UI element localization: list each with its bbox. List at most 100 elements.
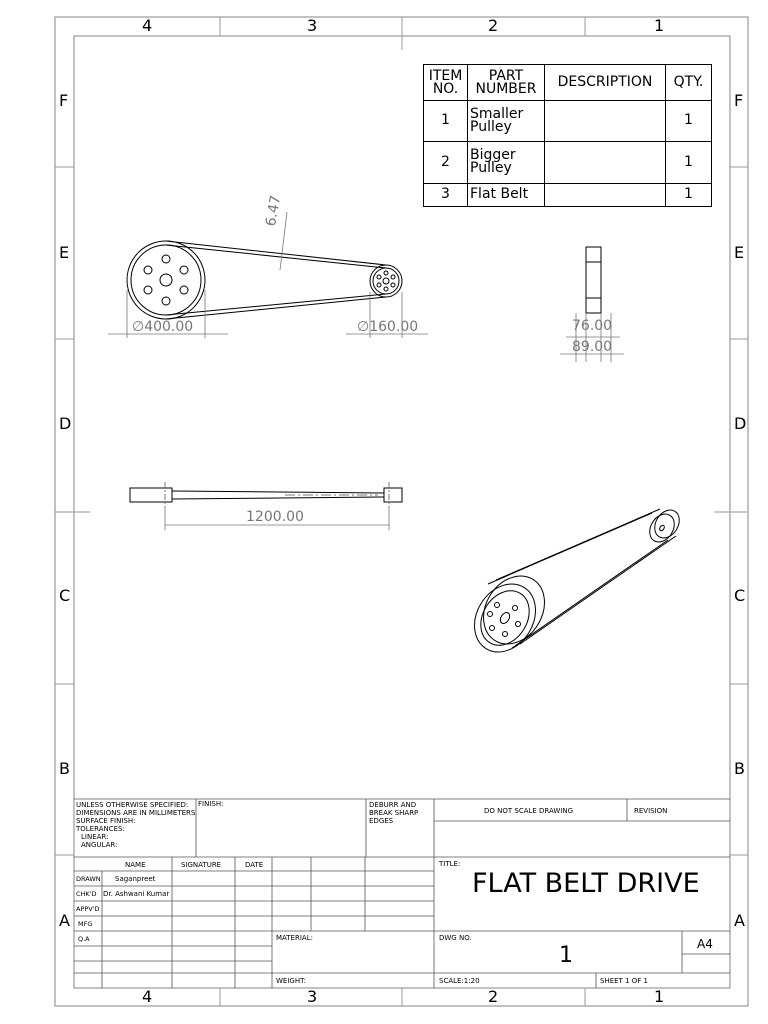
drawn-label: DRAWN xyxy=(76,875,101,883)
small-pulley-bore xyxy=(382,277,390,285)
bill-of-materials: ITEM NO. PART NUMBER DESCRIPTION QTY. 1 … xyxy=(423,63,712,208)
bom-description xyxy=(544,182,666,208)
name-column-header: NAME xyxy=(125,861,146,869)
belt-lower-inner xyxy=(165,293,387,316)
bom-description xyxy=(544,100,666,142)
belt-lower xyxy=(165,296,387,320)
zone-column-1-bottom: 1 xyxy=(654,987,665,1006)
front-view xyxy=(129,482,403,508)
top-view xyxy=(126,240,403,320)
checked-label: CHK'D xyxy=(76,890,97,898)
zone-row-f-right: F xyxy=(734,91,744,110)
material-label: MATERIAL: xyxy=(276,934,313,942)
small-pulley-hole xyxy=(383,270,389,276)
sheet-size: A4 xyxy=(697,937,713,951)
big-pulley-hole xyxy=(143,265,153,275)
bom-item-no: 1 xyxy=(423,100,468,142)
zone-row-d-right: D xyxy=(734,414,747,433)
table-row: 3 Flat Belt 1 xyxy=(423,182,712,208)
front-view-dimensions xyxy=(164,508,390,530)
dwg-no-label: DWG NO. xyxy=(439,934,472,942)
zone-column-4-top: 4 xyxy=(142,16,153,35)
zone-row-b-right: B xyxy=(734,759,745,778)
drawn-by-name: Saganpreet xyxy=(115,875,156,883)
signature-column-header: SIGNATURE xyxy=(181,861,222,869)
zone-ticks xyxy=(55,17,748,1006)
bom-description xyxy=(544,140,666,184)
bom-qty: 1 xyxy=(665,140,712,184)
small-pulley-hole xyxy=(390,274,396,280)
bom-header-row: ITEM NO. PART NUMBER DESCRIPTION QTY. xyxy=(423,63,712,102)
top-view-dimensions xyxy=(108,211,428,338)
do-not-scale-note: DO NOT SCALE DRAWING xyxy=(484,807,574,815)
zone-row-a-left: A xyxy=(59,911,70,930)
weight-label: WEIGHT: xyxy=(276,977,306,985)
zone-row-e-right: E xyxy=(734,243,745,262)
big-pulley-hole xyxy=(179,265,189,275)
zone-row-b-left: B xyxy=(59,759,70,778)
bom-part-number: Flat Belt xyxy=(467,182,545,208)
zone-row-e-left: E xyxy=(59,243,70,262)
zone-column-2-top: 2 xyxy=(488,16,499,35)
revision-label: REVISION xyxy=(634,807,668,815)
finish-label: FINISH: xyxy=(198,800,224,808)
drawing-title: FLAT BELT DRIVE xyxy=(472,868,700,899)
big-pulley-outline xyxy=(126,240,206,320)
zone-column-3-top: 3 xyxy=(307,16,318,35)
small-pulley-rim xyxy=(372,267,400,295)
bom-header-description: DESCRIPTION xyxy=(544,63,666,102)
approved-label: APPV'D xyxy=(76,905,100,913)
side-view-dimensions xyxy=(560,313,624,362)
zone-row-f-left: F xyxy=(59,91,69,110)
belt-upper-inner xyxy=(165,244,387,269)
bom-qty: 1 xyxy=(665,182,712,208)
bom-item-no: 2 xyxy=(423,140,468,184)
side-view xyxy=(585,246,602,314)
table-row: 2 Bigger Pulley 1 xyxy=(423,140,712,184)
zone-column-1-top: 1 xyxy=(654,16,665,35)
belt-upper xyxy=(165,240,387,266)
zone-row-d-left: D xyxy=(59,414,72,433)
zone-column-4-bottom: 4 xyxy=(142,987,153,1006)
qa-label: Q.A xyxy=(78,935,90,943)
zone-row-c-right: C xyxy=(734,586,746,605)
big-pulley-hole xyxy=(143,285,153,295)
zone-column-3-bottom: 3 xyxy=(307,987,318,1006)
sheet-count: SHEET 1 OF 1 xyxy=(600,977,648,985)
bom-part-number: Smaller Pulley xyxy=(467,100,545,142)
title-block-grid xyxy=(74,798,730,988)
width-outer-dimension: 89.00 xyxy=(572,339,613,355)
title-label: TITLE: xyxy=(439,860,461,868)
small-pulley-diameter-dimension: ∅160.00 xyxy=(357,319,419,335)
bom-header-part: PART NUMBER xyxy=(467,63,545,102)
general-notes: UNLESS OTHERWISE SPECIFIED: DIMENSIONS A… xyxy=(76,801,196,849)
small-pulley-outline xyxy=(369,264,403,298)
center-distance-dimension: 1200.00 xyxy=(246,509,304,525)
width-inner-dimension: 76.00 xyxy=(572,318,613,334)
bom-item-no: 3 xyxy=(423,182,468,208)
mfg-label: MFG xyxy=(78,920,93,928)
zone-row-c-left: C xyxy=(59,586,71,605)
date-column-header: DATE xyxy=(245,861,264,869)
small-pulley-hole xyxy=(376,274,382,280)
checked-by-name: Dr. Ashwani Kumar xyxy=(103,890,170,898)
big-pulley-bore xyxy=(159,273,173,287)
table-row: 1 Smaller Pulley 1 xyxy=(423,100,712,142)
big-pulley-hole xyxy=(179,285,189,295)
bom-header-qty: QTY. xyxy=(665,63,712,102)
big-pulley-hole xyxy=(161,254,171,264)
big-pulley-diameter-dimension: ∅400.00 xyxy=(132,319,194,335)
small-pulley-hole xyxy=(390,282,396,288)
scale-value: SCALE:1:20 xyxy=(439,977,480,985)
isometric-view xyxy=(474,508,680,653)
zone-column-2-bottom: 2 xyxy=(488,987,499,1006)
small-pulley-hole xyxy=(383,286,389,292)
zone-row-a-right: A xyxy=(734,911,745,930)
small-pulley-hole xyxy=(376,282,382,288)
drawing-number: 1 xyxy=(559,943,573,968)
bom-part-number: Bigger Pulley xyxy=(467,140,545,184)
bom-header-item: ITEM NO. xyxy=(423,63,468,102)
bom-qty: 1 xyxy=(665,100,712,142)
deburr-note: DEBURR AND BREAK SHARP EDGES xyxy=(369,801,419,825)
